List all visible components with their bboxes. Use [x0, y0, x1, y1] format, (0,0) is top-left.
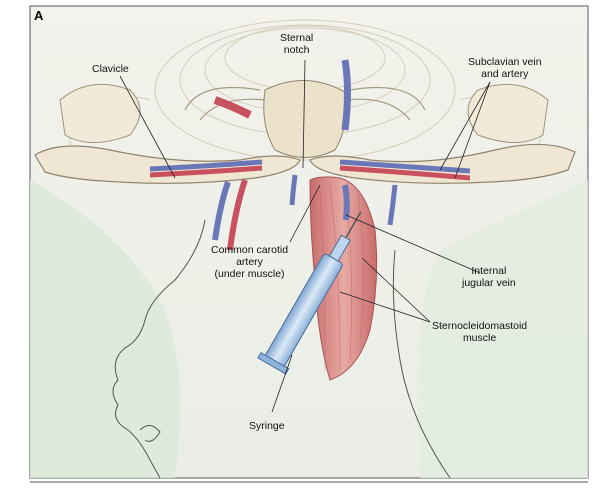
- skin-shadow-left: [30, 180, 180, 478]
- shoulders: [59, 83, 549, 143]
- syringe-label: Syringe: [249, 420, 285, 432]
- skin-shadow-right: [417, 180, 588, 478]
- sternum: [263, 80, 347, 158]
- neck-vessels-left: [212, 174, 398, 251]
- subclavian-vessels: [149, 59, 471, 181]
- syringe: [257, 211, 362, 375]
- subclavian-label: Subclavian vein and artery: [468, 56, 542, 80]
- leader-lines: [119, 59, 491, 413]
- face-outline: [112, 219, 451, 479]
- sternal-notch-label: Sternal notch: [280, 32, 314, 56]
- panel-letter: A: [34, 8, 44, 23]
- clavicle-label: Clavicle: [92, 63, 129, 75]
- jugular-label: Internal jugular vein: [462, 265, 516, 289]
- syringe-needle: [345, 211, 362, 239]
- internal-jugular-vein: [342, 184, 350, 221]
- first-ribs: [184, 87, 426, 121]
- carotid-label: Common carotid artery (under muscle): [211, 244, 289, 280]
- scm-label: Sternocleidomastoid muscle: [432, 320, 528, 344]
